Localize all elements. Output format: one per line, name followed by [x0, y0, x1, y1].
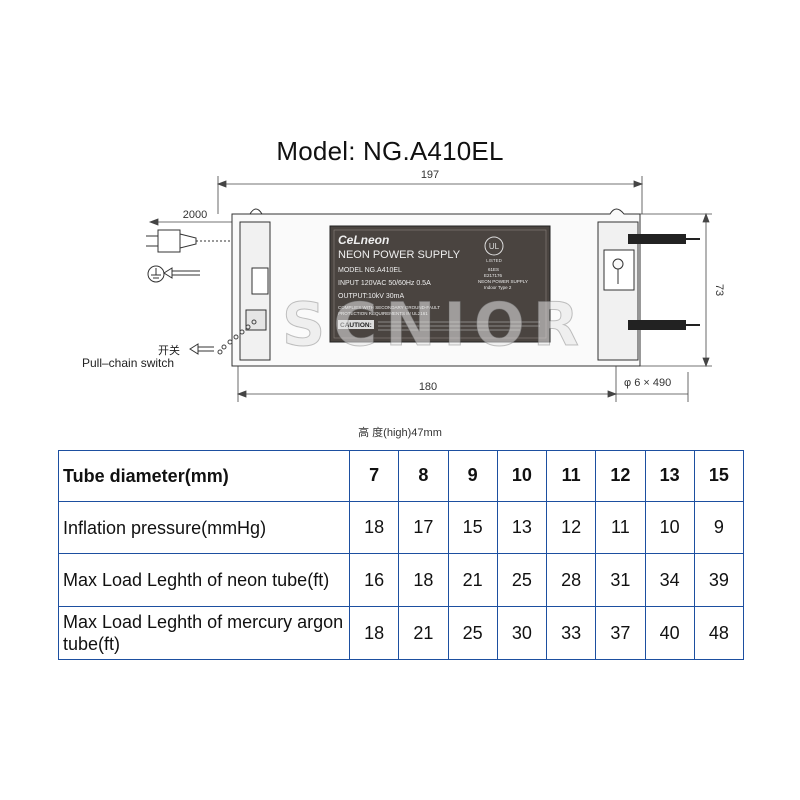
- nameplate-compliance-2: PROTECTION REQUIREMENTS IN UL2161: [338, 311, 428, 316]
- table-cell: 40: [644, 606, 695, 660]
- table-cell: 18: [348, 500, 400, 555]
- ul-line-2: E217176: [484, 273, 503, 278]
- svg-text:UL: UL: [489, 242, 500, 251]
- table-cell: 7: [348, 450, 400, 502]
- ul-logo-icon: UL LISTED: [484, 236, 504, 263]
- table-row: Max Load Leghth of mercury argon tube(ft…: [58, 606, 745, 660]
- nameplate-brand: CeLneon: [338, 233, 389, 247]
- table-cell: 10: [644, 500, 695, 555]
- table-cell: 9: [693, 500, 745, 555]
- table-cell: 25: [447, 606, 498, 660]
- ul-line-4: Indoor Type 2: [484, 285, 512, 290]
- table-cell: 48: [693, 606, 745, 660]
- table-cell: 28: [545, 553, 597, 608]
- model-title-text: Model: NG.A410EL: [276, 136, 504, 166]
- table-cell: 11: [545, 450, 597, 502]
- table-cell: 21: [447, 553, 498, 608]
- nameplate-compliance-1: COMPLIES WITH SECONDARY GROUND-FAULT: [338, 305, 440, 310]
- svg-text:LISTED: LISTED: [486, 258, 503, 263]
- nameplate-model: MODEL NG.A410EL: [338, 267, 402, 274]
- ul-line-1: 61ES: [488, 267, 499, 272]
- dimension-73: [640, 212, 712, 368]
- table-cell: 34: [644, 553, 695, 608]
- table-cell: 10: [496, 450, 548, 502]
- table-cell: 8: [398, 450, 449, 502]
- power-supply-drawing: 197 2000: [146, 169, 725, 402]
- nameplate: CeLneon NEON POWER SUPPLY MODEL NG.A410E…: [329, 225, 551, 343]
- dimension-197: [216, 176, 644, 214]
- table-cell: 11: [595, 500, 646, 555]
- wire-spec-label: φ 6 × 490: [624, 377, 671, 389]
- table-cell: 9: [447, 450, 498, 502]
- table-cell: 16: [348, 553, 400, 608]
- nameplate-output: OUTPUT:10kV 30mA: [338, 293, 404, 300]
- row-label: Max Load Leghth of neon tube(ft): [58, 553, 350, 608]
- output-wire-bottom: [628, 320, 700, 330]
- nameplate-product: NEON POWER SUPPLY: [338, 249, 461, 261]
- switch-label-en: Pull–chain switch: [82, 356, 175, 370]
- table-cell: 17: [398, 500, 449, 555]
- ground-icon: [147, 265, 165, 283]
- height-note: 高 度(high)47mm: [358, 427, 442, 439]
- dim-180-label: 180: [419, 381, 437, 393]
- nameplate-input: INPUT 120VAC 50/60Hz 0.5A: [338, 280, 431, 287]
- table-cell: 13: [644, 450, 695, 502]
- table-cell: 12: [595, 450, 646, 502]
- switch-label-cn: 开关: [158, 345, 180, 357]
- model-title: Model: NG.A410EL: [0, 136, 800, 167]
- table-cell: 39: [693, 553, 745, 608]
- ul-line-3: NEON POWER SUPPLY: [478, 279, 528, 284]
- table-cell: 21: [398, 606, 449, 660]
- table-cell: 15: [693, 450, 745, 502]
- arrow-left-icon: [163, 267, 200, 279]
- table-cell: 15: [447, 500, 498, 555]
- row-label: Tube diameter(mm): [58, 450, 350, 502]
- table-cell: 30: [496, 606, 548, 660]
- plug-icon: [146, 229, 252, 253]
- switch-arrow-icon: [189, 343, 214, 355]
- row-label: Inflation pressure(mmHg): [58, 500, 350, 555]
- dim-2000-label: 2000: [183, 209, 207, 221]
- table-cell: 18: [398, 553, 449, 608]
- dim-197-label: 197: [421, 169, 439, 181]
- pull-chain-icon: [217, 319, 257, 355]
- nameplate-caution: CAUTION:: [340, 322, 372, 329]
- output-wire-top: [628, 234, 700, 244]
- table-cell: 33: [545, 606, 597, 660]
- table-cell: 12: [545, 500, 597, 555]
- table-cell: 25: [496, 553, 548, 608]
- table-cell: 18: [348, 606, 400, 660]
- row-label: Max Load Leghth of mercury argon tube(ft…: [58, 606, 350, 660]
- watermark: SCNIOR: [282, 290, 587, 361]
- dim-73-label: 73: [713, 284, 725, 296]
- table-cell: 31: [595, 553, 646, 608]
- dimension-180: [236, 366, 689, 402]
- table-cell: 13: [496, 500, 548, 555]
- table-cell: 37: [595, 606, 646, 660]
